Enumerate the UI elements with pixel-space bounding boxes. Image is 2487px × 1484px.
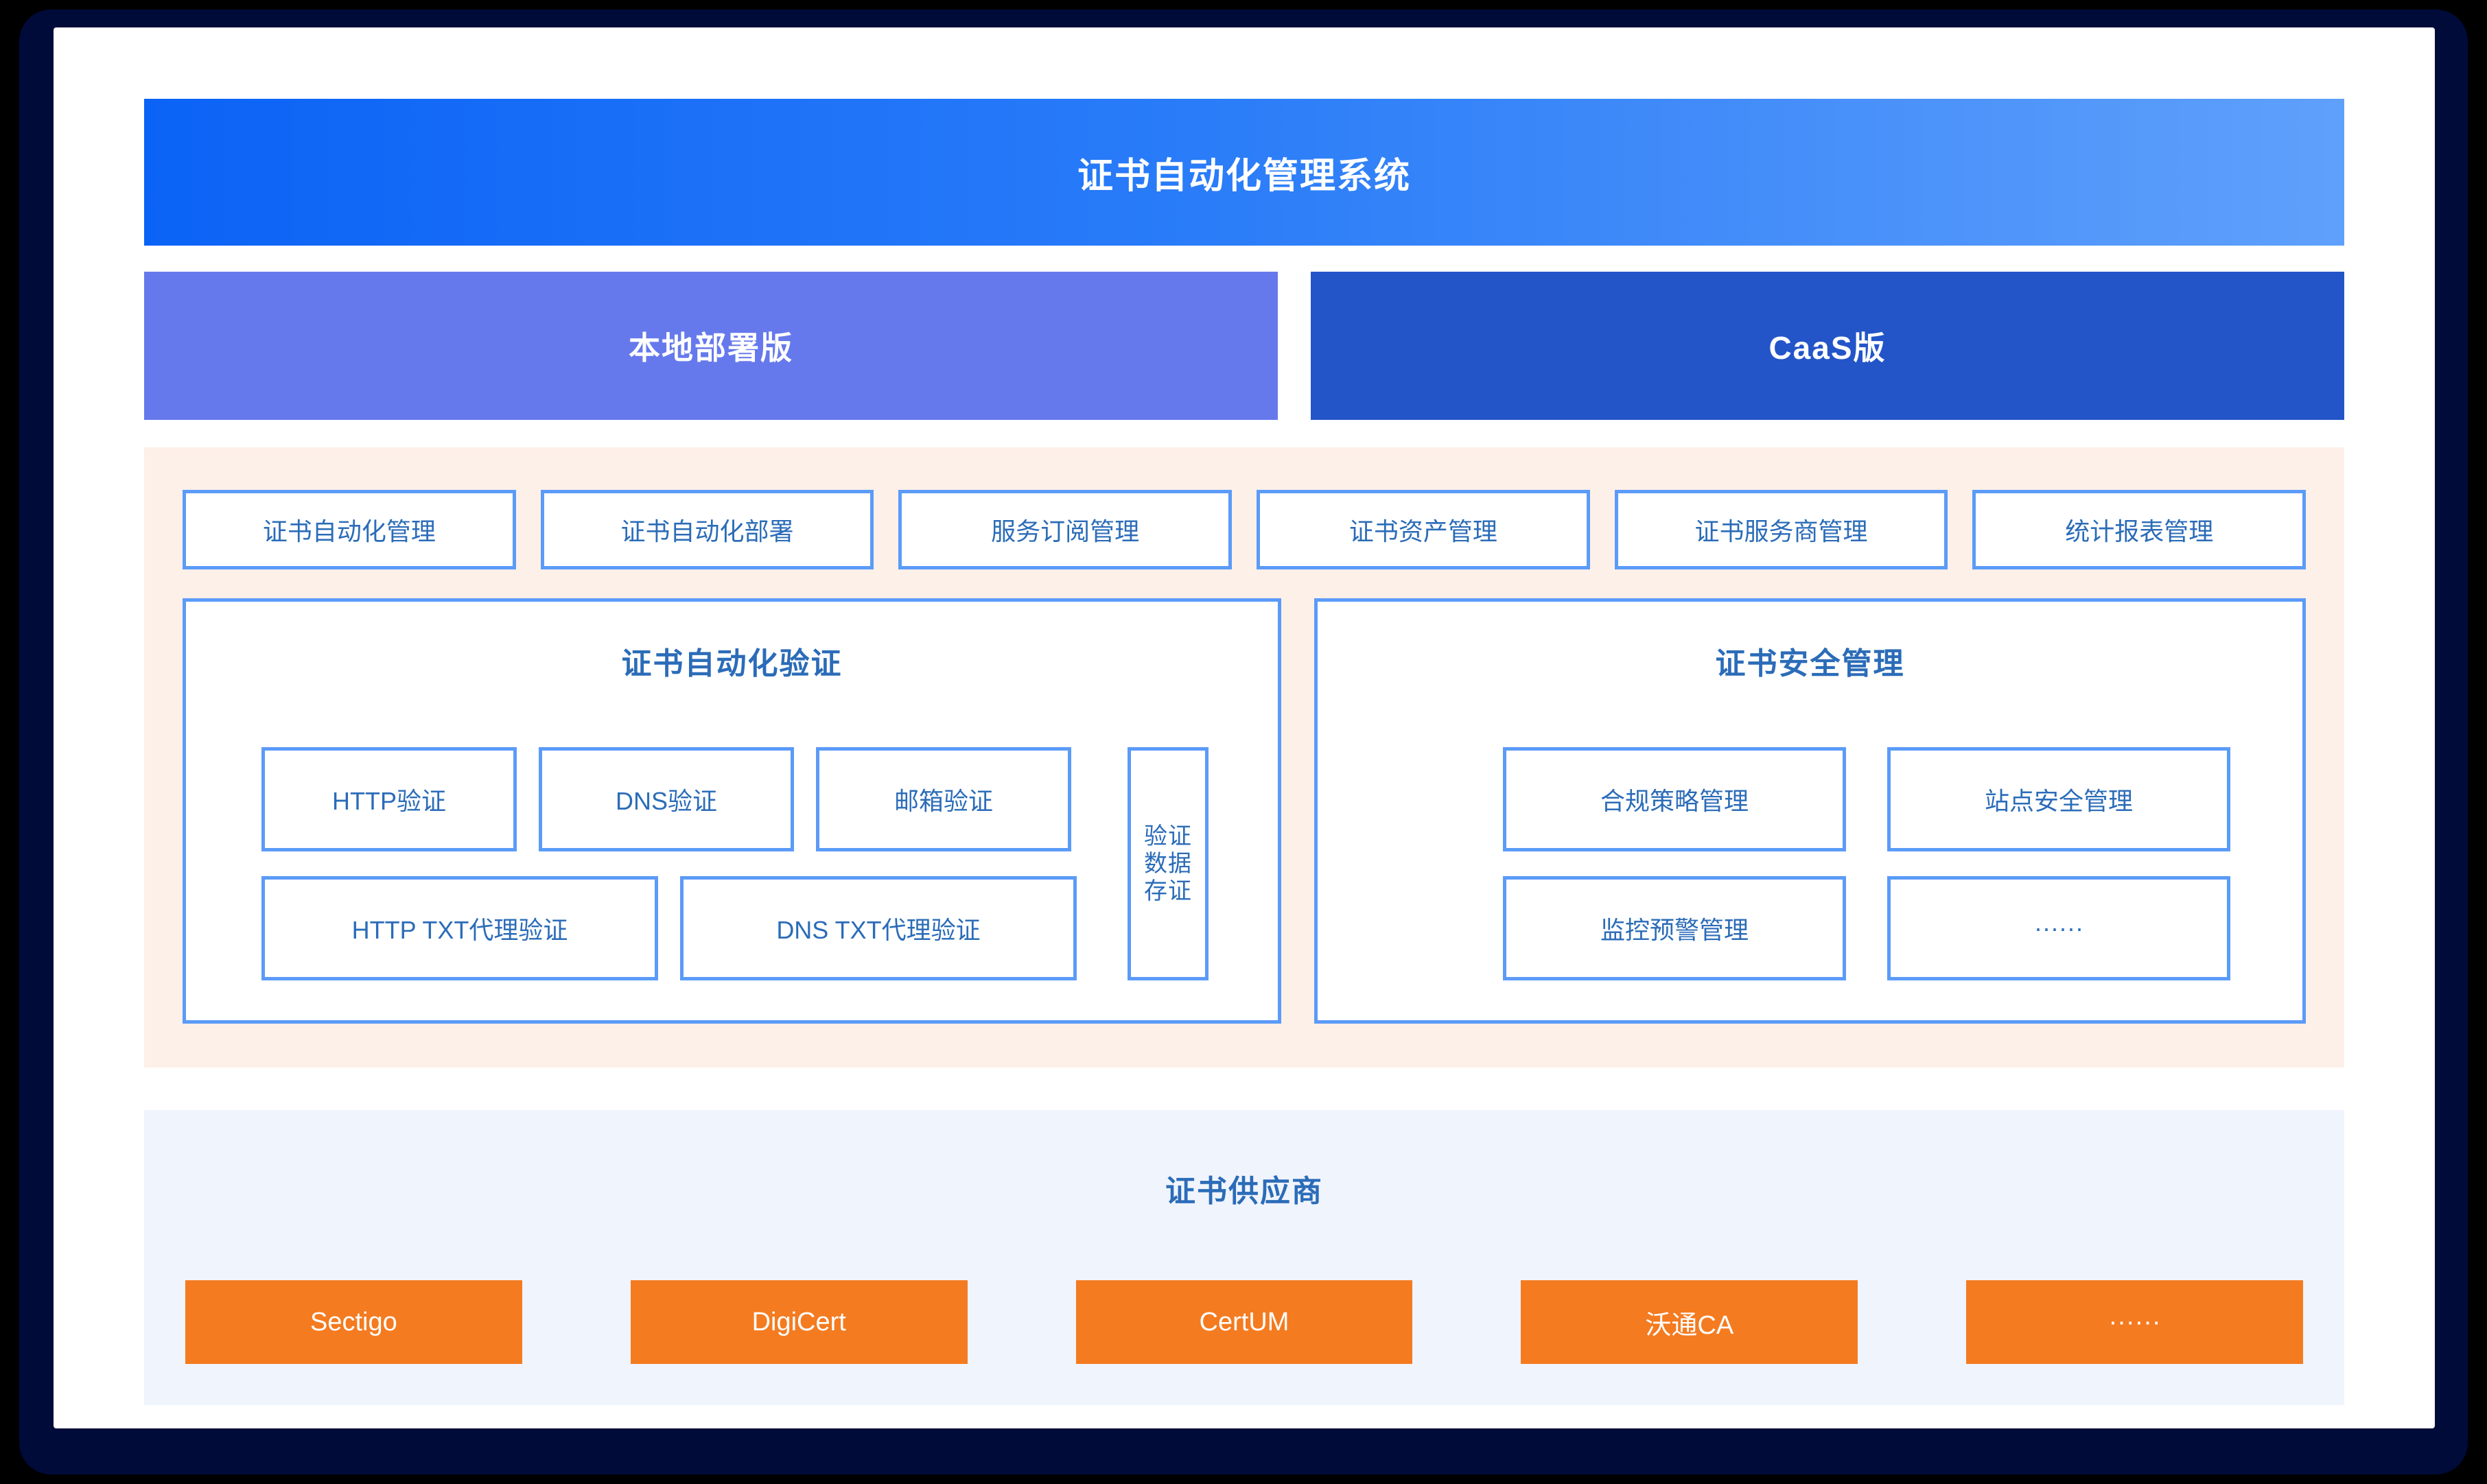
supplier-sectigo[interactable]: Sectigo xyxy=(185,1280,522,1364)
module-panel-row: 证书自动化验证 HTTP验证 DNS验证 邮 xyxy=(183,598,2306,1024)
module-chip-statistics-report-mgmt[interactable]: 统计报表管理 xyxy=(1972,490,2307,569)
validation-box-http-txt-proxy[interactable]: HTTP TXT代理验证 xyxy=(261,876,658,980)
version-label-local: 本地部署版 xyxy=(629,330,793,366)
supplier-more[interactable]: ······ xyxy=(1966,1280,2303,1364)
security-label: 站点安全管理 xyxy=(1984,787,2133,815)
supplier-wotong-ca[interactable]: 沃通CA xyxy=(1521,1280,1858,1364)
evidence-line-1: 验证 xyxy=(1144,823,1193,849)
module-chip-cert-provider-mgmt[interactable]: 证书服务商管理 xyxy=(1614,490,1948,569)
validation-label: DNS TXT代理验证 xyxy=(776,916,981,944)
supplier-label: ······ xyxy=(2108,1307,2161,1336)
supplier-label: CertUM xyxy=(1199,1307,1289,1336)
security-label: 监控预警管理 xyxy=(1600,916,1749,944)
suppliers-title: 证书供应商 xyxy=(1165,1175,1323,1208)
validation-row-2: HTTP TXT代理验证 DNS TXT代理验证 xyxy=(261,876,1110,980)
validation-label: HTTP TXT代理验证 xyxy=(351,916,568,944)
version-label-caas: CaaS版 xyxy=(1768,330,1887,366)
validation-label: HTTP验证 xyxy=(332,787,446,815)
validation-box-group: HTTP验证 DNS验证 邮箱验证 xyxy=(261,747,1209,980)
evidence-line-3: 存证 xyxy=(1144,878,1193,905)
security-box-more[interactable]: ······ xyxy=(1887,876,2230,980)
version-bar-caas[interactable]: CaaS版 xyxy=(1311,272,2344,420)
suppliers-row: Sectigo DigiCert CertUM 沃通CA ······ xyxy=(185,1280,2303,1364)
supplier-label: Sectigo xyxy=(310,1307,397,1336)
validation-row-1: HTTP验证 DNS验证 邮箱验证 xyxy=(261,747,1110,851)
chip-label: 证书资产管理 xyxy=(1348,517,1497,545)
security-row-1: 合规策略管理 站点安全管理 xyxy=(1503,747,2230,851)
security-box-compliance-policy[interactable]: 合规策略管理 xyxy=(1503,747,1846,851)
panel-title-validation: 证书自动化验证 xyxy=(621,647,843,681)
security-label: 合规策略管理 xyxy=(1600,787,1749,815)
supplier-label: DigiCert xyxy=(751,1307,846,1336)
panel-title-security: 证书安全管理 xyxy=(1715,647,1905,681)
chip-label: 证书服务商管理 xyxy=(1694,517,1868,545)
validation-box-dns-txt-proxy[interactable]: DNS TXT代理验证 xyxy=(680,876,1077,980)
version-bar-local[interactable]: 本地部署版 xyxy=(144,272,1278,420)
chip-label: 统计报表管理 xyxy=(2065,517,2214,545)
suppliers-section: 证书供应商 Sectigo DigiCert CertUM 沃通CA ·····… xyxy=(144,1110,2344,1405)
header-banner: 证书自动化管理系统 xyxy=(144,99,2344,246)
validation-box-data-evidence[interactable]: 验证 数据 存证 xyxy=(1128,747,1209,980)
diagram-card: 证书自动化管理系统 本地部署版 CaaS版 证书自动化管理 证书自动化部署 服务… xyxy=(54,27,2435,1428)
module-chip-cert-automation-deploy[interactable]: 证书自动化部署 xyxy=(540,490,874,569)
panel-cert-security-management: 证书安全管理 合规策略管理 站点安全管理 监控预警管理 xyxy=(1314,598,2306,1024)
chip-label: 证书自动化部署 xyxy=(620,517,794,545)
security-label: ······ xyxy=(2034,914,2083,942)
security-box-site-security[interactable]: 站点安全管理 xyxy=(1887,747,2230,851)
validation-label: DNS验证 xyxy=(615,787,717,815)
supplier-certum[interactable]: CertUM xyxy=(1075,1280,1413,1364)
validation-box-http[interactable]: HTTP验证 xyxy=(261,747,517,851)
panel-cert-automation-validation: 证书自动化验证 HTTP验证 DNS验证 邮 xyxy=(183,598,1281,1024)
validation-label: 邮箱验证 xyxy=(894,787,993,815)
security-box-monitoring-alert[interactable]: 监控预警管理 xyxy=(1503,876,1846,980)
security-box-group: 合规策略管理 站点安全管理 监控预警管理 ······ xyxy=(1503,747,2230,980)
page-title: 证书自动化管理系统 xyxy=(1077,156,1411,196)
module-chip-cert-asset-mgmt[interactable]: 证书资产管理 xyxy=(1257,490,1590,569)
module-chip-service-subscription-mgmt[interactable]: 服务订阅管理 xyxy=(898,490,1233,569)
evidence-line-2: 数据 xyxy=(1144,850,1193,877)
chip-label: 证书自动化管理 xyxy=(262,517,436,545)
supplier-label: 沃通CA xyxy=(1645,1310,1734,1340)
supplier-digicert[interactable]: DigiCert xyxy=(630,1280,968,1364)
validation-box-dns[interactable]: DNS验证 xyxy=(539,747,794,851)
module-chip-cert-automation-mgmt[interactable]: 证书自动化管理 xyxy=(183,490,516,569)
security-row-2: 监控预警管理 ······ xyxy=(1503,876,2230,980)
version-row: 本地部署版 CaaS版 xyxy=(144,272,2344,420)
validation-box-email[interactable]: 邮箱验证 xyxy=(816,747,1071,851)
module-chip-row: 证书自动化管理 证书自动化部署 服务订阅管理 证书资产管理 证书服务商管理 统计… xyxy=(183,490,2307,569)
validation-grid: HTTP验证 DNS验证 邮箱验证 xyxy=(261,747,1110,980)
chip-label: 服务订阅管理 xyxy=(991,517,1140,545)
modules-section: 证书自动化管理 证书自动化部署 服务订阅管理 证书资产管理 证书服务商管理 统计… xyxy=(144,447,2344,1068)
